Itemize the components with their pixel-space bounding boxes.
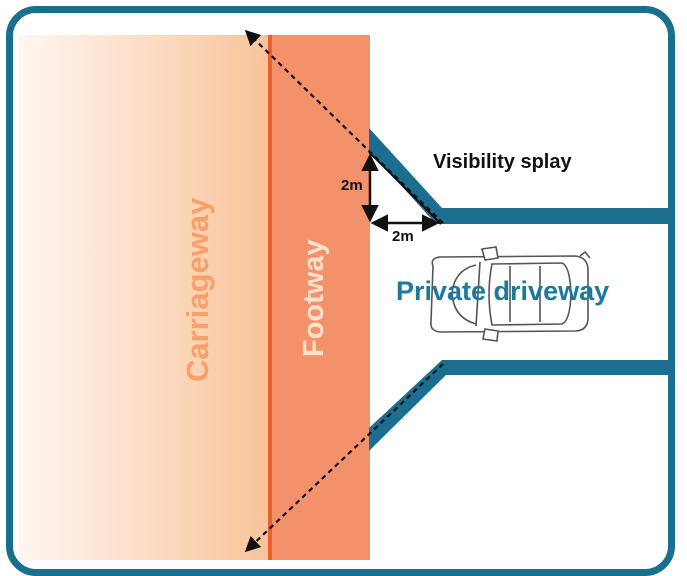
diagram-canvas: [19, 29, 670, 560]
lower-sightline: [244, 363, 444, 553]
dimension-label-vertical: 2m: [341, 177, 363, 194]
upper-driveway-wall: [369, 128, 670, 224]
visibility-splay-label: Visibility splay: [433, 151, 572, 173]
upper-sightline: [244, 29, 444, 224]
footway-label: Footway: [298, 239, 330, 357]
dimension-label-horizontal: 2m: [392, 228, 414, 245]
carriageway-label: Carriageway: [180, 197, 215, 382]
car-icon: [430, 246, 591, 342]
splay-hypotenuse: [368, 151, 442, 225]
private-driveway-label: Private driveway: [396, 276, 610, 306]
lower-driveway-wall: [369, 360, 670, 451]
footway-area: [269, 35, 370, 560]
carriageway-area: [19, 35, 269, 560]
